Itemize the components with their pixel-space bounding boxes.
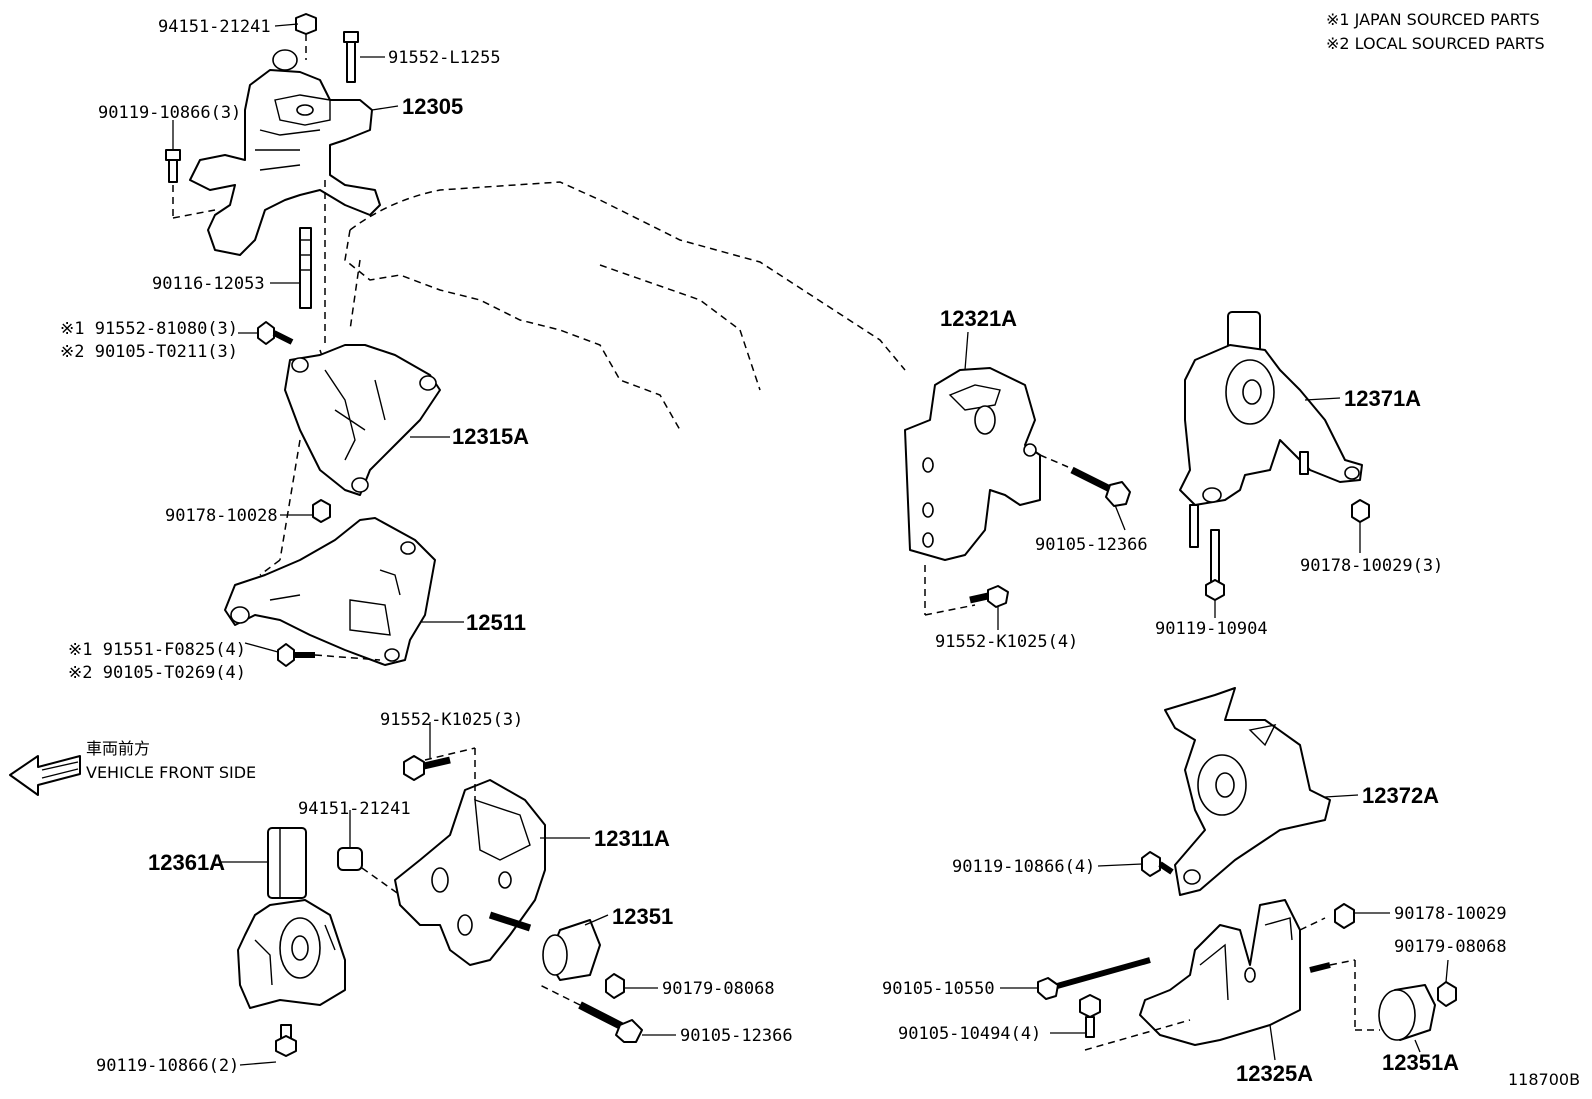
- label-12315a: 12315A: [452, 424, 529, 449]
- nut-90179-08068-b: [1437, 981, 1457, 1007]
- label-94151-21241-mid: 94151-21241: [298, 799, 411, 819]
- mount-12305: [189, 49, 381, 256]
- bolt-94151-top: [295, 13, 317, 60]
- label-90179-08068-b: 90179-08068: [1394, 937, 1507, 957]
- label-12311a: 12311A: [594, 826, 670, 851]
- direction-label-jp: 車両前方: [86, 739, 150, 758]
- direction-label-en: VEHICLE FRONT SIDE: [86, 763, 256, 782]
- label-12361a: 12361A: [148, 850, 225, 875]
- nut-94151-mid: [337, 847, 401, 896]
- label-90119-10904: 90119-10904: [1155, 619, 1268, 639]
- label-90119-10866-3: 90119-10866(3): [98, 103, 241, 123]
- bolt-90105-10550: [1037, 957, 1151, 1000]
- label-91552-81080: ※1 91552-81080(3): [60, 319, 238, 339]
- label-91552-k1025-4: 91552-K1025(4): [935, 632, 1078, 652]
- bushing-12351: [542, 919, 601, 981]
- label-90178-10028: 90178-10028: [165, 506, 278, 526]
- bracket-12325a: [1084, 899, 1326, 1051]
- vehicle-front-arrow: [9, 755, 81, 796]
- bolt-91552-k1025-right: [969, 585, 1009, 608]
- label-12305: 12305: [402, 94, 463, 119]
- stud-90116-12053: [299, 180, 326, 345]
- label-90105-12366-b: 90105-12366: [1035, 535, 1148, 555]
- nut-90178-10028: [312, 499, 331, 523]
- bolt-91552-l1255: [343, 31, 359, 83]
- bracket-12315a: [284, 344, 441, 496]
- label-90119-10866-4: 90119-10866(4): [952, 857, 1095, 877]
- note-local-sourced: ※2 LOCAL SOURCED PARTS: [1326, 34, 1545, 53]
- stud-12311a: [488, 911, 532, 932]
- label-12321a: 12321A: [940, 306, 1017, 331]
- bolt-90119-10866-lower: [275, 1024, 297, 1057]
- bolt-90119-10904: [1205, 529, 1225, 601]
- label-90105-10494: 90105-10494(4): [898, 1024, 1041, 1044]
- label-12351a: 12351A: [1382, 1050, 1459, 1075]
- label-12325a: 12325A: [1236, 1061, 1313, 1086]
- label-90179-08068-a: 90179-08068: [662, 979, 775, 999]
- label-91551-f0825: ※1 91551-F0825(4): [68, 640, 246, 660]
- label-94151-21241-top: 94151-21241: [158, 17, 271, 37]
- bushing-12351a: [1378, 984, 1436, 1041]
- nut-90179-08068-a: [605, 973, 625, 999]
- bolt-91551-f0825: [277, 643, 381, 667]
- label-91552-k1025-3: 91552-K1025(3): [380, 710, 523, 730]
- label-90105-12366-a: 90105-12366: [680, 1026, 793, 1046]
- bracket-12511: [224, 517, 436, 666]
- bolt-91552-81080: [257, 321, 294, 345]
- nut-90178-10029: [1334, 903, 1355, 929]
- label-12351: 12351: [612, 904, 673, 929]
- label-90105-10550: 90105-10550: [882, 979, 995, 999]
- mount-12361a: [237, 827, 346, 1009]
- label-91552-l1255: 91552-L1255: [388, 48, 501, 68]
- nut-90178-10029-3: [1351, 499, 1370, 523]
- label-90119-10866-2: 90119-10866(2): [96, 1056, 239, 1076]
- leader-lines: [172, 23, 1449, 1066]
- bolt-91552-k1025-lower: [403, 755, 451, 781]
- studs-12371a: [1189, 451, 1309, 548]
- bolt-90105-10494: [1079, 994, 1101, 1038]
- label-90178-10029-3: 90178-10029(3): [1300, 556, 1443, 576]
- bolt-90105-12366-a: [539, 984, 643, 1043]
- label-90116-12053: 90116-12053: [152, 274, 265, 294]
- label-90178-10029: 90178-10029: [1394, 904, 1507, 924]
- bracket-12311a: [394, 747, 546, 966]
- stud-12325a: [1309, 959, 1380, 1031]
- bolt-90119-10866-4: [1141, 851, 1174, 877]
- note-japan-sourced: ※1 JAPAN SOURCED PARTS: [1326, 10, 1540, 29]
- label-12371a: 12371A: [1344, 386, 1421, 411]
- mount-12321a: [904, 367, 1069, 616]
- mount-12372a: [1164, 687, 1331, 896]
- label-12372a: 12372A: [1362, 783, 1439, 808]
- diagram-id: 118700B: [1508, 1070, 1580, 1089]
- mount-12371a: [1179, 311, 1363, 506]
- bolt-90105-12366-b: [1070, 466, 1131, 507]
- label-90105-t0269: ※2 90105-T0269(4): [68, 663, 246, 683]
- label-12511: 12511: [466, 610, 526, 635]
- label-90105-t0211: ※2 90105-T0211(3): [60, 342, 238, 362]
